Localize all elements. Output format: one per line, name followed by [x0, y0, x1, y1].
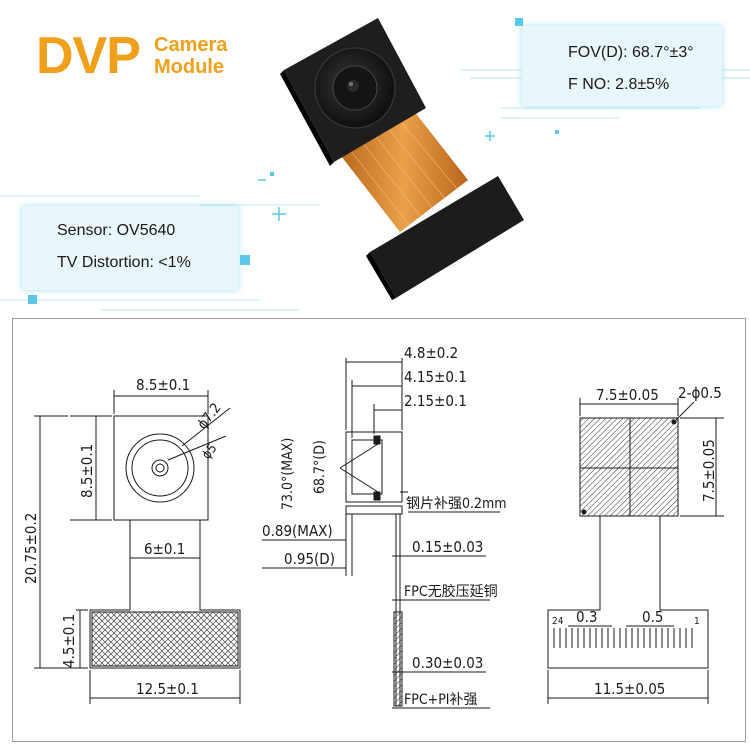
front-lens-outer	[125, 433, 195, 503]
overall-length-label: 20.75±0.2	[22, 513, 40, 584]
side-view	[262, 358, 500, 709]
back-pins	[553, 628, 693, 648]
front-connector-knurl	[91, 611, 239, 667]
dim-4-8-label: 4.8±0.2	[404, 344, 458, 362]
pitch1-label: 0.3	[576, 608, 597, 626]
back-view	[547, 398, 724, 704]
product-subtitle-line1: Camera	[154, 34, 228, 56]
sensor-height-label: 7.5±0.05	[700, 439, 718, 502]
tech-decoration	[0, 18, 750, 311]
front-view	[34, 390, 241, 704]
optics-spec-panel	[522, 26, 722, 106]
pin-last-label: 24	[552, 616, 564, 627]
flex-width-label: 6±0.1	[144, 540, 185, 558]
front-height-label: 8.5±0.1	[78, 444, 96, 498]
pin-first-label: 1	[694, 616, 700, 627]
dim-0-95-label: 0.95(D)	[284, 550, 335, 568]
pi-stiffener-label: FPC+PI补强	[404, 692, 478, 708]
drawing-frame	[12, 318, 746, 742]
sensor-width-label: 7.5±0.05	[596, 386, 659, 404]
dim-0-89-label: 0.89(MAX)	[262, 522, 333, 540]
front-connector-height-label: 4.5±0.1	[60, 614, 78, 668]
fov-max-label: 73.0°(MAX)	[280, 438, 296, 510]
lens-inner-dia-label: ϕ5	[199, 441, 220, 462]
fno-spec: F NO: 2.8±5%	[568, 76, 670, 93]
sensor-spec: Sensor: OV5640	[57, 222, 176, 239]
dim-2-15-label: 2.15±0.1	[404, 392, 467, 410]
fov-spec: FOV(D): 68.7°±3°	[568, 44, 694, 61]
back-sensor	[579, 417, 679, 517]
front-flex-outline	[89, 520, 241, 669]
pi-thickness-label: 0.30±0.03	[412, 654, 483, 672]
back-connector-width-label: 11.5±0.05	[594, 680, 665, 698]
distortion-spec: TV Distortion: <1%	[57, 254, 191, 271]
fpc-thickness-label: 0.15±0.03	[412, 538, 483, 556]
fov-d-label: 68.7°(D)	[312, 440, 328, 494]
holes-label: 2-ϕ0.5	[678, 384, 722, 402]
front-connector-width-label: 12.5±0.1	[136, 680, 199, 698]
pitch2-label: 0.5	[642, 608, 663, 626]
front-width-label: 8.5±0.1	[136, 376, 190, 394]
steel-stiffener-label: 钢片补强0.2mm	[406, 496, 507, 512]
sensor-spec-panel	[22, 206, 238, 290]
dim-4-15-label: 4.15±0.1	[404, 368, 467, 386]
fpc-copper-label: FPC无胶压延铜	[404, 583, 498, 600]
back-flex-outline	[547, 516, 709, 669]
product-title: DVP	[36, 27, 141, 85]
product-subtitle-line2: Module	[154, 56, 224, 78]
camera-module-photo	[280, 18, 524, 300]
front-camera-body	[113, 415, 209, 521]
